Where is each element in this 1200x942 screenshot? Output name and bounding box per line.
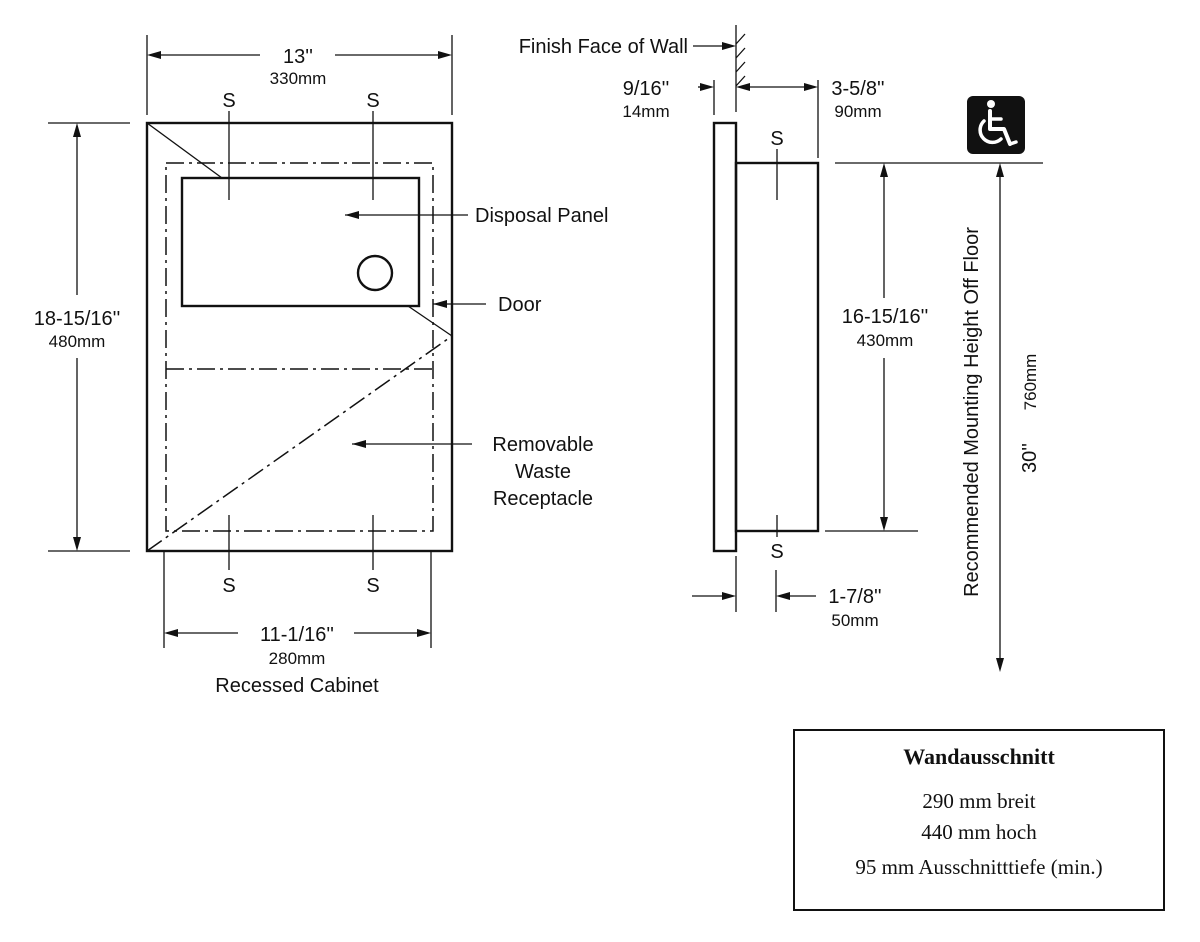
side-screw-mark-top: S <box>770 128 783 150</box>
flange-in: 9/16'' <box>623 78 670 100</box>
cutout-title: Wandausschnitt <box>903 744 1055 769</box>
projection-in: 3-5/8'' <box>831 78 884 100</box>
disposal-panel <box>180 176 421 308</box>
cutout-depth: 95 mm Ausschnitttiefe (min.) <box>855 855 1103 879</box>
front-view: S S S S 13'' 330mm 18-15/16'' 480mm 11-1… <box>34 35 608 697</box>
recess-in: 1-7/8'' <box>828 586 881 608</box>
screw-mark-bottom-left: S <box>222 575 235 597</box>
receptacle-label-2: Waste <box>515 461 571 483</box>
receptacle-diagonal <box>146 335 453 552</box>
front-height-in: 18-15/16'' <box>34 308 121 330</box>
front-width-in: 13'' <box>283 46 313 68</box>
cabinet-width-in: 11-1/16'' <box>260 624 334 646</box>
side-view: Finish Face of Wall 9/16'' 14mm 3-5/8'' … <box>519 25 1043 630</box>
mounting-label: Recommended Mounting Height Off Floor <box>961 227 983 597</box>
mounting-height: Recommended Mounting Height Off Floor 30… <box>961 96 1041 672</box>
screw-mark-bottom-right: S <box>366 575 379 597</box>
projection-mm: 90mm <box>834 102 881 121</box>
cabinet-outline <box>165 162 434 532</box>
front-flange-outline <box>145 121 454 553</box>
door-label: Door <box>498 294 542 316</box>
cutout-height: 440 mm hoch <box>921 820 1037 844</box>
door-swing-top <box>146 122 223 179</box>
screw-mark-top-left: S <box>222 90 235 112</box>
cabinet-label: Recessed Cabinet <box>215 675 379 697</box>
door-swing-bottom <box>407 305 453 337</box>
wall-cutout-box: Wandausschnitt 290 mm breit 440 mm hoch … <box>793 729 1165 911</box>
disposal-panel-label: Disposal Panel <box>475 205 608 227</box>
screw-mark-top-right: S <box>366 90 379 112</box>
receptacle-label-3: Receptacle <box>493 488 593 510</box>
flange-mm: 14mm <box>622 102 669 121</box>
recess-mm: 50mm <box>831 611 878 630</box>
cutout-width: 290 mm breit <box>922 789 1036 813</box>
mounting-height-in: 30'' <box>1019 443 1041 473</box>
side-flange <box>712 121 738 553</box>
body-height-mm: 430mm <box>857 331 914 350</box>
mounting-height-mm: 760mm <box>1021 354 1040 411</box>
front-height-mm: 480mm <box>49 332 106 351</box>
side-screw-mark-bottom: S <box>770 541 783 563</box>
body-height-in: 16-15/16'' <box>842 306 929 328</box>
wheelchair-icon <box>967 96 1025 154</box>
wall-label: Finish Face of Wall <box>519 36 688 58</box>
receptacle-label-1: Removable <box>492 434 593 456</box>
cabinet-width-mm: 280mm <box>269 649 326 668</box>
front-width-mm: 330mm <box>270 69 327 88</box>
disposal-panel-knob <box>356 254 394 292</box>
side-body <box>734 161 820 533</box>
